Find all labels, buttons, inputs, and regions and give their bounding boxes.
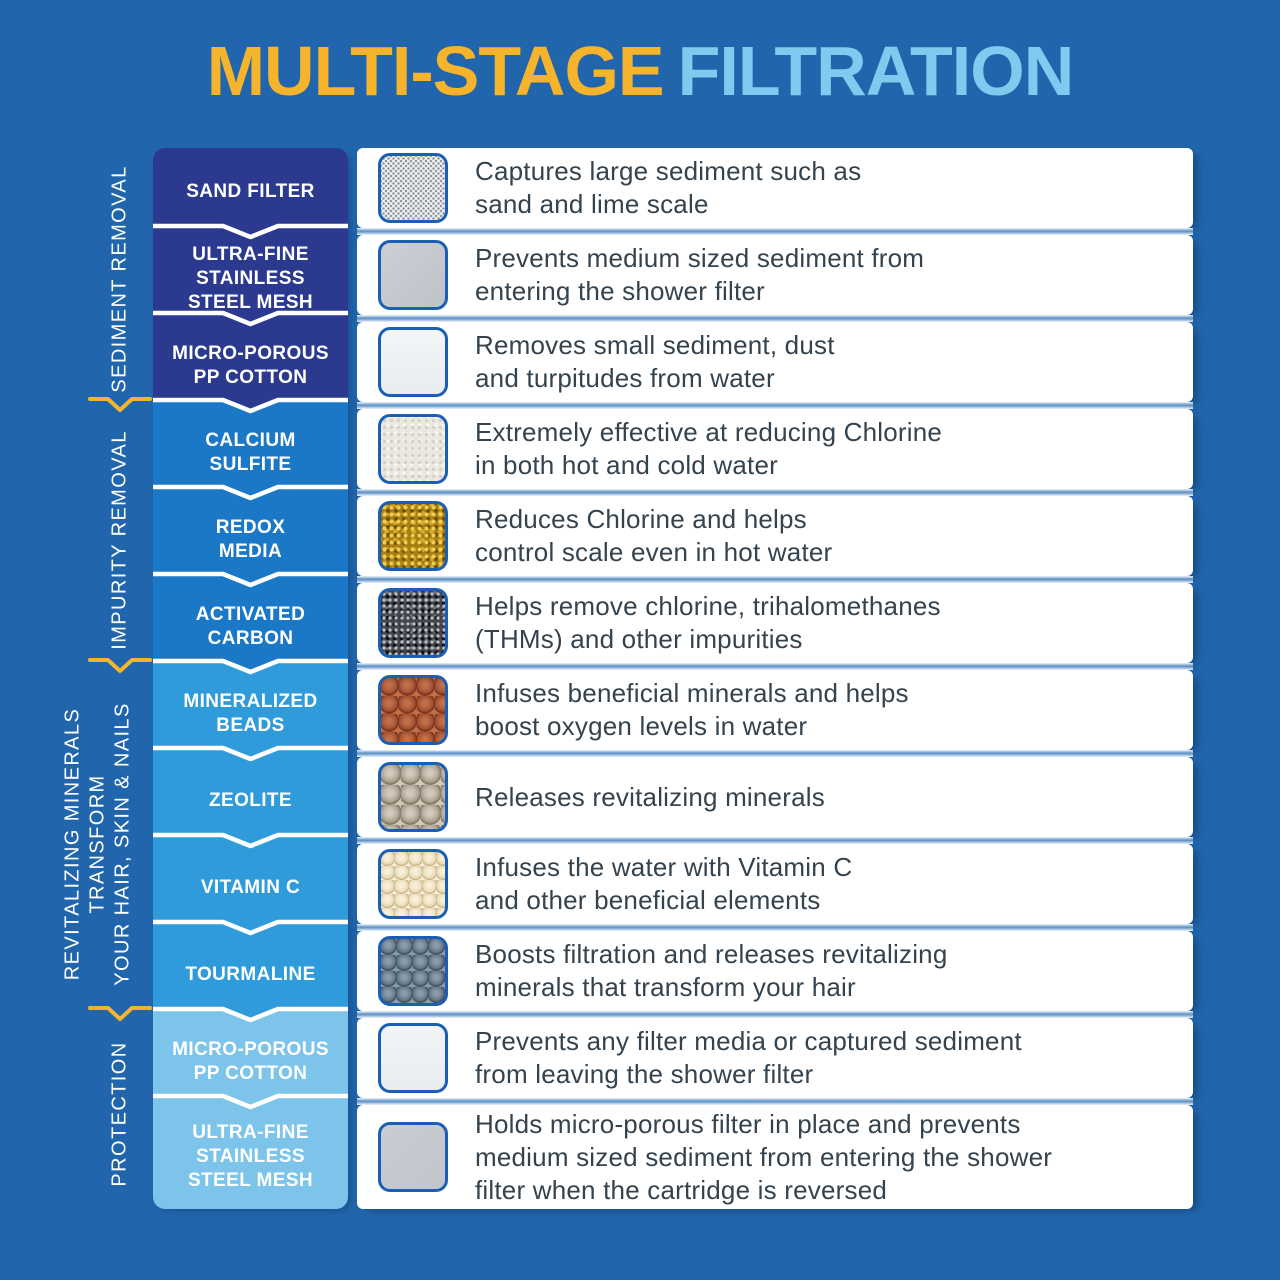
- stage-description: Captures large sediment such as sand and…: [475, 156, 862, 219]
- stage-texture-thumbnail: [378, 501, 448, 571]
- stage-separator-chevron: [153, 1005, 348, 1023]
- stage-block: ULTRA-FINE STAINLESS STEEL MESH: [153, 235, 348, 322]
- stage-label: SAND FILTER: [186, 180, 315, 202]
- description-row: Infuses beneficial minerals and helps bo…: [357, 670, 1193, 750]
- stage-block: REDOX MEDIA: [153, 496, 348, 583]
- stage-separator-chevron: [153, 744, 348, 762]
- stage-label: ULTRA-FINE STAINLESS STEEL MESH: [187, 243, 314, 313]
- description-row: Infuses the water with Vitamin C and oth…: [357, 844, 1193, 924]
- stage-block: ACTIVATED CARBON: [153, 583, 348, 670]
- stage-label: ULTRA-FINE STAINLESS STEEL MESH: [187, 1122, 314, 1191]
- stage-description: Helps remove chlorine, trihalomethanes (…: [475, 591, 941, 654]
- row-gap-shade: [357, 837, 1193, 844]
- stage-texture-thumbnail: [378, 675, 448, 745]
- stage-block: MICRO-POROUS PP COTTON: [153, 322, 348, 409]
- stage-description: Prevents any filter media or captured se…: [475, 1026, 1022, 1089]
- stage-label: MICRO-POROUS PP COTTON: [172, 1038, 329, 1084]
- stage-texture-thumbnail: [378, 762, 448, 832]
- description-row: Releases revitalizing minerals: [357, 757, 1193, 837]
- stage-label: MICRO-POROUS PP COTTON: [172, 342, 329, 388]
- stage-texture-thumbnail: [378, 936, 448, 1006]
- stage-description: Releases revitalizing minerals: [475, 781, 825, 812]
- stage-block: VITAMIN C: [153, 844, 348, 931]
- stage-block: MINERALIZED BEADS: [153, 670, 348, 757]
- stage-description: Removes small sediment, dust and turpitu…: [475, 330, 835, 393]
- row-gap-shade: [357, 402, 1193, 409]
- stage-separator-chevron: [153, 831, 348, 849]
- stage-column: SAND FILTER ULTRA-FINE STAINLESS STEEL M…: [153, 148, 348, 1209]
- stage-label: ACTIVATED CARBON: [195, 603, 306, 649]
- row-gap-shade: [357, 315, 1193, 322]
- title-part-multistage: MULTI-STAGE: [206, 32, 665, 110]
- row-gap-shade: [357, 228, 1193, 235]
- description-row: Boosts filtration and releases revitaliz…: [357, 931, 1193, 1011]
- description-row: Removes small sediment, dust and turpitu…: [357, 322, 1193, 402]
- row-gap-shade: [357, 924, 1193, 931]
- group-boundary-chevron-icon: [88, 658, 152, 673]
- stage-separator-chevron: [153, 222, 348, 240]
- description-rows: Captures large sediment such as sand and…: [357, 148, 1193, 1209]
- stage-label: CALCIUM SULFITE: [205, 429, 296, 475]
- stage-description: Extremely effective at reducing Chlorine…: [475, 417, 943, 480]
- group-boundary-chevron-icon: [88, 1006, 152, 1021]
- description-row: Prevents medium sized sediment from ente…: [357, 235, 1193, 315]
- stage-label: MINERALIZED BEADS: [183, 690, 318, 736]
- description-row: Helps remove chlorine, trihalomethanes (…: [357, 583, 1193, 663]
- stage-separator-chevron: [153, 657, 348, 675]
- stage-description: Infuses the water with Vitamin C and oth…: [475, 852, 853, 915]
- stage-block: CALCIUM SULFITE: [153, 409, 348, 496]
- stage-separator-chevron: [153, 570, 348, 588]
- row-gap-shade: [357, 750, 1193, 757]
- stage-separator-chevron: [153, 1092, 348, 1110]
- row-gap-shade: [357, 576, 1193, 583]
- stage-block: TOURMALINE: [153, 931, 348, 1018]
- title-part-filtration: FILTRATION: [677, 32, 1075, 110]
- row-gap-shade: [357, 663, 1193, 670]
- stage-texture-thumbnail: [378, 1122, 448, 1192]
- stage-label: ZEOLITE: [208, 789, 293, 811]
- stage-separator-chevron: [153, 483, 348, 501]
- stage-texture-thumbnail: [378, 588, 448, 658]
- stage-texture-thumbnail: [378, 153, 448, 223]
- stage-description: Infuses beneficial minerals and helps bo…: [475, 678, 909, 741]
- stage-label: TOURMALINE: [185, 963, 316, 985]
- description-row: Prevents any filter media or captured se…: [357, 1018, 1193, 1098]
- stage-description: Boosts filtration and releases revitaliz…: [475, 939, 948, 1002]
- row-gap-shade: [357, 489, 1193, 496]
- stage-block: SAND FILTER: [153, 148, 348, 235]
- stage-block: ZEOLITE: [153, 757, 348, 844]
- stage-description: Prevents medium sized sediment from ente…: [475, 243, 925, 306]
- stage-texture-thumbnail: [378, 849, 448, 919]
- stage-description: Reduces Chlorine and helps control scale…: [475, 504, 833, 567]
- description-row: Captures large sediment such as sand and…: [357, 148, 1193, 228]
- row-gap-shade: [357, 1098, 1193, 1105]
- stage-separator-chevron: [153, 396, 348, 414]
- stage-label: VITAMIN C: [200, 876, 301, 898]
- stage-block: ULTRA-FINE STAINLESS STEEL MESH: [153, 1105, 348, 1209]
- stage-block: MICRO-POROUS PP COTTON: [153, 1018, 348, 1105]
- stage-texture-thumbnail: [378, 414, 448, 484]
- stage-separator-chevron: [153, 918, 348, 936]
- description-row: Extremely effective at reducing Chlorine…: [357, 409, 1193, 489]
- stage-texture-thumbnail: [378, 1023, 448, 1093]
- stage-separator-chevron: [153, 309, 348, 327]
- stage-label: REDOX MEDIA: [215, 516, 286, 562]
- stage-texture-thumbnail: [378, 240, 448, 310]
- description-row: Holds micro-porous filter in place and p…: [357, 1105, 1193, 1209]
- row-gap-shade: [357, 1011, 1193, 1018]
- stage-texture-thumbnail: [378, 327, 448, 397]
- description-row: Reduces Chlorine and helps control scale…: [357, 496, 1193, 576]
- group-boundary-chevron-icon: [88, 397, 152, 412]
- group-label: PROTECTION: [108, 1040, 131, 1187]
- stage-description: Holds micro-porous filter in place and p…: [475, 1108, 1053, 1205]
